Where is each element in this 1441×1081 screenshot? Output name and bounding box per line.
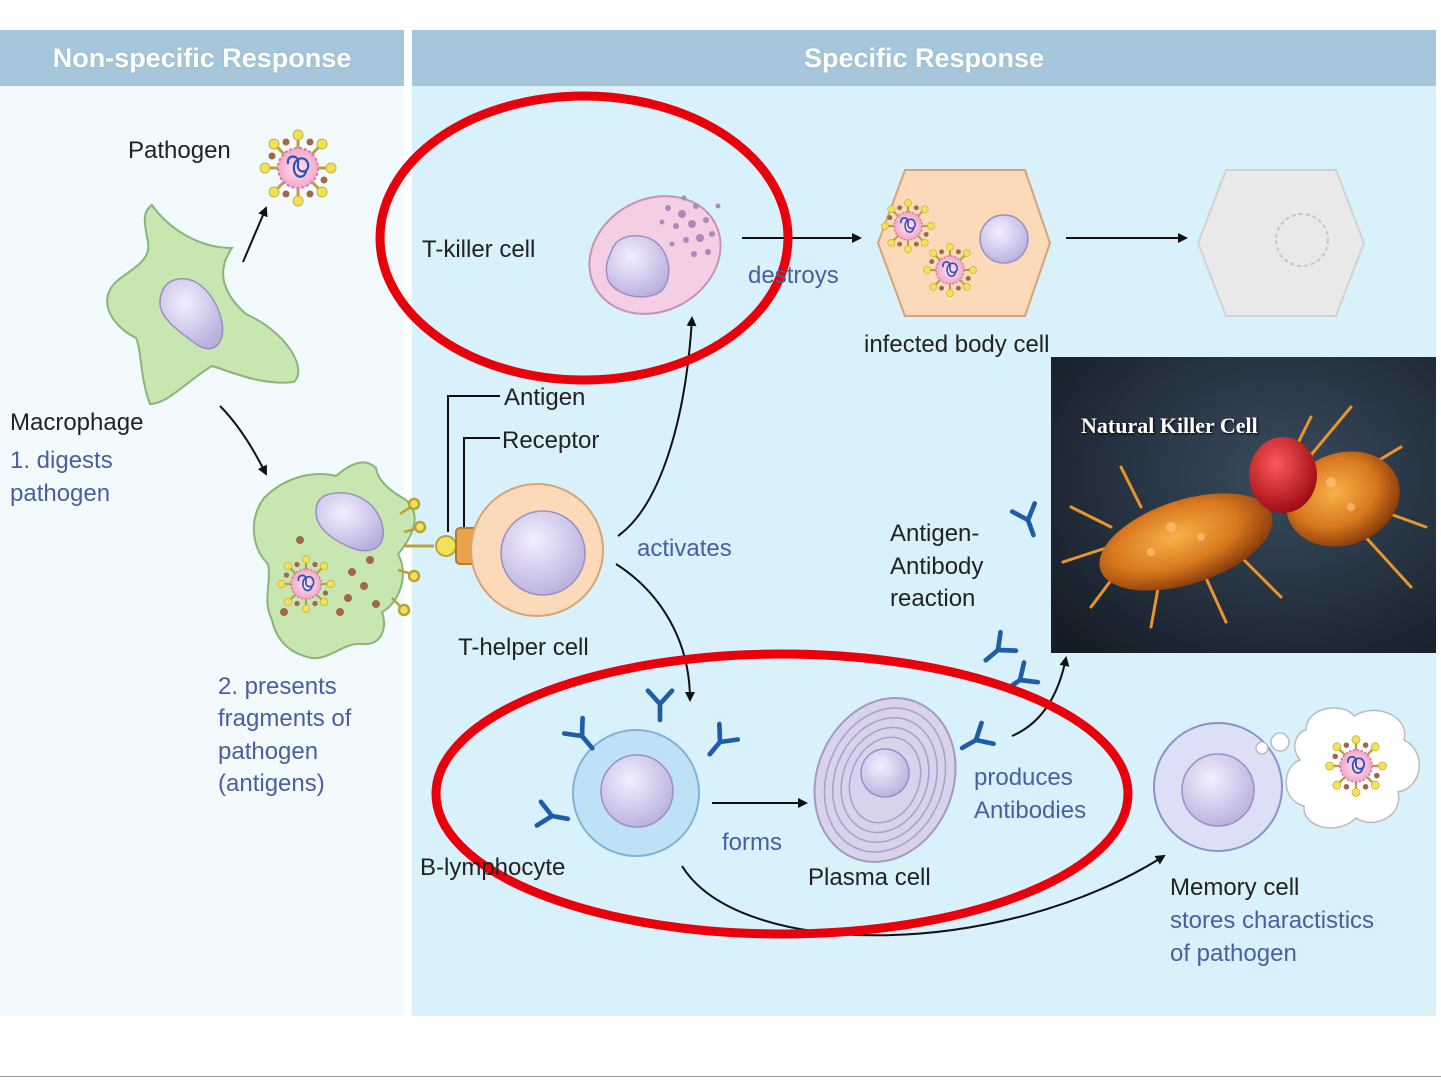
arrow-activates-b-lymphocyte: [615, 563, 695, 702]
arrow-macrophage-to-pathogen: [242, 206, 268, 263]
infected-cell-nucleus-icon: [979, 214, 1029, 264]
destroyed-cell-nucleus-icon: [1275, 213, 1329, 267]
header-non-specific-response: Non-specific Response: [0, 30, 404, 86]
arrow-to-memory-cell: [681, 854, 1166, 937]
receptor-pointer-line: [463, 437, 500, 530]
arrow-activates-t-killer: [617, 316, 697, 537]
presenting-macrophage-icon: [252, 461, 416, 660]
header-specific-response: Specific Response: [412, 30, 1436, 86]
antigen-antibody-label-line1: Antigen-: [890, 520, 980, 547]
infected-body-cell-label: infected body cell: [864, 331, 1050, 358]
pathogen-icon: [258, 128, 338, 208]
bottom-divider: [0, 1076, 1441, 1077]
plasma-cell-label: Plasma cell: [808, 864, 931, 891]
memory-cell-nucleus-icon: [1181, 753, 1255, 827]
destroys-label: destroys: [748, 262, 839, 289]
antigen-antibody-label-line3: reaction: [890, 585, 976, 612]
surface-antigens-icon: [391, 497, 427, 617]
presents-label-line2: fragments of: [218, 705, 352, 732]
infected-pathogen-2-icon: [922, 242, 978, 298]
t-killer-granules-icon: [659, 195, 721, 257]
t-helper-label: T-helper cell: [458, 634, 589, 661]
antigen-label: Antigen: [504, 384, 586, 411]
antigen-fragments-icon: [280, 536, 380, 616]
antigen-pointer-line: [447, 395, 500, 532]
presenting-macrophage-nucleus-icon: [315, 492, 385, 552]
pathogen-label: Pathogen: [128, 137, 231, 164]
digests-label-line1: 1. digests: [10, 447, 113, 474]
remembered-pathogen-icon: [1324, 734, 1388, 798]
t-helper-nucleus-icon: [500, 510, 586, 596]
infected-body-cell-icon: [876, 169, 1052, 317]
activates-label: activates: [637, 535, 732, 562]
infected-pathogen-1-icon: [880, 198, 936, 254]
digests-label-line2: pathogen: [10, 480, 111, 507]
natural-killer-cell-photo: Natural Killer Cell: [1051, 357, 1436, 653]
macrophage-label: Macrophage: [10, 409, 144, 436]
antigen-antibody-label-line2: Antibody: [890, 553, 984, 580]
memory-cell-label: Memory cell: [1170, 874, 1300, 901]
presents-label-line3: pathogen: [218, 738, 319, 765]
destroyed-cell-icon: [1196, 169, 1366, 317]
stores-label-line1: stores charactistics: [1170, 907, 1375, 934]
arrow-digests-to-presents: [219, 405, 267, 476]
t-killer-label: T-killer cell: [422, 236, 536, 263]
natural-killer-cell-caption: Natural Killer Cell: [1081, 413, 1258, 438]
forms-label: forms: [722, 829, 782, 856]
b-lymphocyte-nucleus-icon: [600, 754, 674, 828]
produces-label-line2: Antibodies: [974, 797, 1087, 824]
plasma-cell-nucleus-icon: [860, 748, 910, 798]
presents-label-line1: 2. presents: [218, 673, 337, 700]
highlight-oval-b-lymphocyte: [431, 649, 1133, 939]
macrophage-nucleus-icon: [159, 277, 224, 350]
b-lymphocyte-label: B-lymphocyte: [420, 854, 566, 881]
digested-pathogen-icon: [276, 554, 336, 614]
thought-bubble-icon: [1255, 707, 1420, 829]
presents-label-line4: (antigens): [218, 770, 325, 797]
produces-label-line1: produces: [974, 764, 1073, 791]
highlight-oval-t-killer: [375, 91, 793, 385]
receptor-label: Receptor: [502, 427, 600, 454]
plasma-cell-er-icon: [823, 707, 947, 853]
stores-label-line2: of pathogen: [1170, 940, 1297, 967]
t-killer-nucleus-icon: [605, 235, 670, 298]
